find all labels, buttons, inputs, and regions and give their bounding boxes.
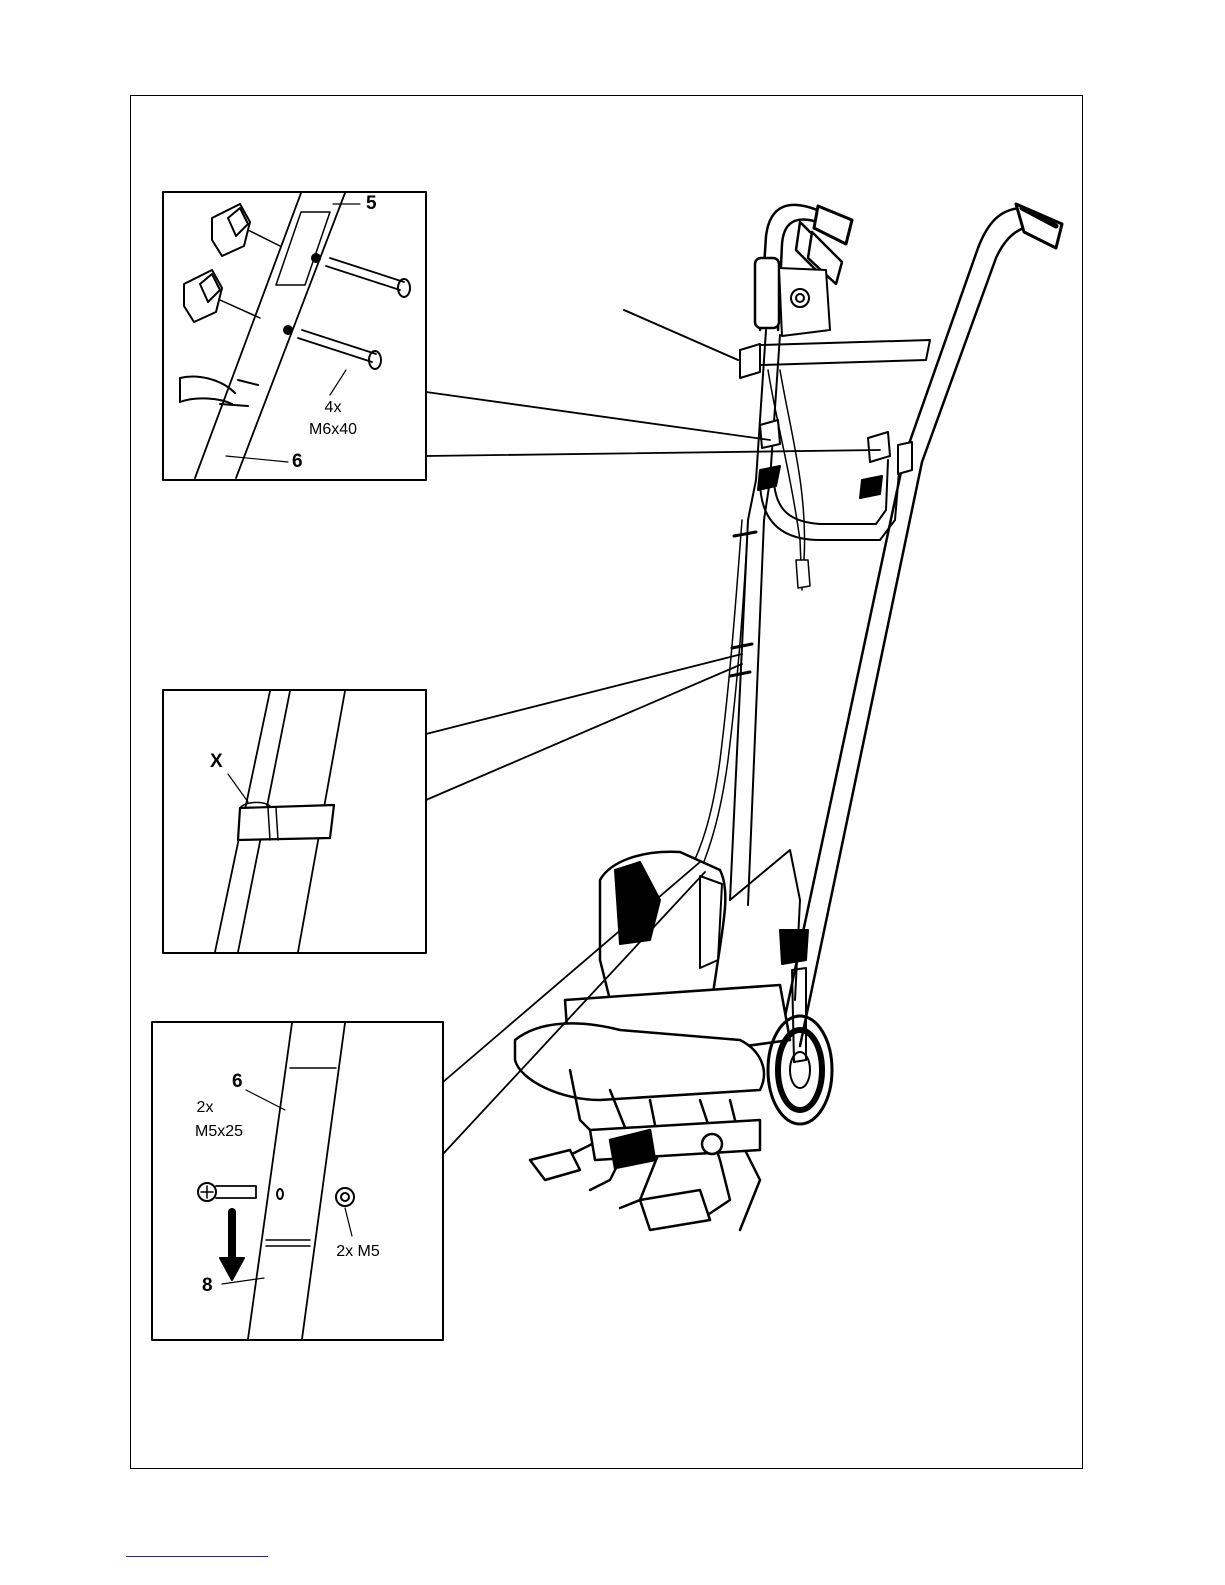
footer-link-underline[interactable] — [126, 1556, 268, 1557]
label-nut-spec: 2x M5 — [326, 1244, 390, 1260]
label-clip-x: X — [210, 752, 223, 771]
label-bolt-spec-bottom: M5x25 — [184, 1124, 254, 1140]
label-bolt-qty-top: 4x — [298, 400, 368, 416]
label-part-5: 5 — [366, 194, 377, 213]
label-part-8: 8 — [202, 1276, 213, 1295]
label-bolt-qty-bottom: 2x — [180, 1100, 230, 1116]
pointer-line-top — [624, 310, 738, 360]
inset-bottom — [152, 1022, 443, 1340]
label-part-6-bottom: 6 — [232, 1072, 243, 1091]
label-part-6-top: 6 — [292, 452, 303, 471]
tiller-machine — [515, 204, 1062, 1230]
inset-middle — [163, 690, 426, 953]
label-bolt-spec-top: M6x40 — [290, 422, 376, 438]
